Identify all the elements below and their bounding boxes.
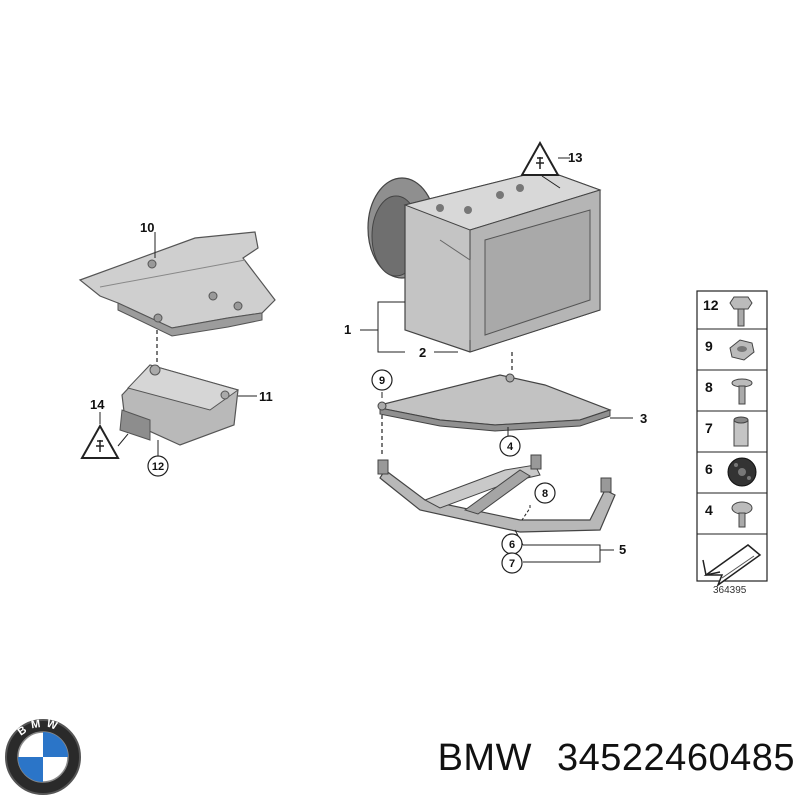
direction-arrow-icon bbox=[702, 544, 762, 588]
bracket-plate bbox=[78, 231, 276, 337]
callout-10: 10 bbox=[140, 220, 154, 235]
legend-item-9: 9 bbox=[705, 338, 713, 354]
svg-text:6: 6 bbox=[509, 539, 515, 551]
hydraulic-unit bbox=[367, 169, 602, 353]
hex-nut-icon bbox=[729, 339, 755, 361]
svg-text:7: 7 bbox=[509, 558, 515, 570]
svg-text:8: 8 bbox=[542, 488, 548, 500]
control-module bbox=[119, 364, 240, 446]
mounting-plate bbox=[377, 373, 612, 432]
circled-callout-6: 6 bbox=[501, 533, 523, 555]
callout-13: 13 bbox=[568, 150, 582, 165]
screw-icon bbox=[731, 378, 753, 405]
rubber-mount-icon bbox=[727, 457, 757, 487]
flange-bolt-icon bbox=[729, 296, 753, 327]
fastener-legend: 12 9 8 7 6 4 bbox=[696, 290, 768, 596]
callout-5: 5 bbox=[619, 542, 626, 557]
circled-callout-12: 12 bbox=[147, 455, 169, 477]
part-caption: BMW 34522460485 bbox=[385, 737, 795, 780]
caption-brand: BMW bbox=[437, 737, 532, 779]
svg-text:4: 4 bbox=[507, 441, 514, 453]
diagram-reference-number: 364395 bbox=[713, 585, 747, 596]
legend-item-8: 8 bbox=[705, 379, 713, 395]
svg-text:9: 9 bbox=[379, 375, 385, 387]
callout-1: 1 bbox=[344, 322, 351, 337]
legend-item-12: 12 bbox=[703, 297, 719, 313]
circled-callout-4: 4 bbox=[499, 435, 521, 457]
sleeve-icon bbox=[733, 416, 749, 447]
callout-2: 2 bbox=[419, 345, 426, 360]
svg-text:12: 12 bbox=[152, 461, 164, 473]
circled-callout-7: 7 bbox=[501, 552, 523, 574]
callout-14: 14 bbox=[90, 397, 105, 412]
pan-head-screw-icon bbox=[731, 501, 753, 528]
circled-callout-9: 9 bbox=[371, 369, 393, 391]
legend-item-6: 6 bbox=[705, 461, 713, 477]
esd-warning-icon bbox=[80, 423, 120, 459]
bmw-logo: BMW bbox=[5, 717, 81, 795]
callout-3: 3 bbox=[640, 411, 647, 426]
caption-part-number: 34522460485 bbox=[557, 737, 795, 779]
callout-11: 11 bbox=[259, 389, 273, 404]
esd-warning-icon bbox=[520, 140, 560, 176]
circled-callout-8: 8 bbox=[534, 482, 556, 504]
legend-item-7: 7 bbox=[705, 420, 713, 436]
support-frame bbox=[377, 454, 616, 533]
legend-item-4: 4 bbox=[705, 502, 713, 518]
